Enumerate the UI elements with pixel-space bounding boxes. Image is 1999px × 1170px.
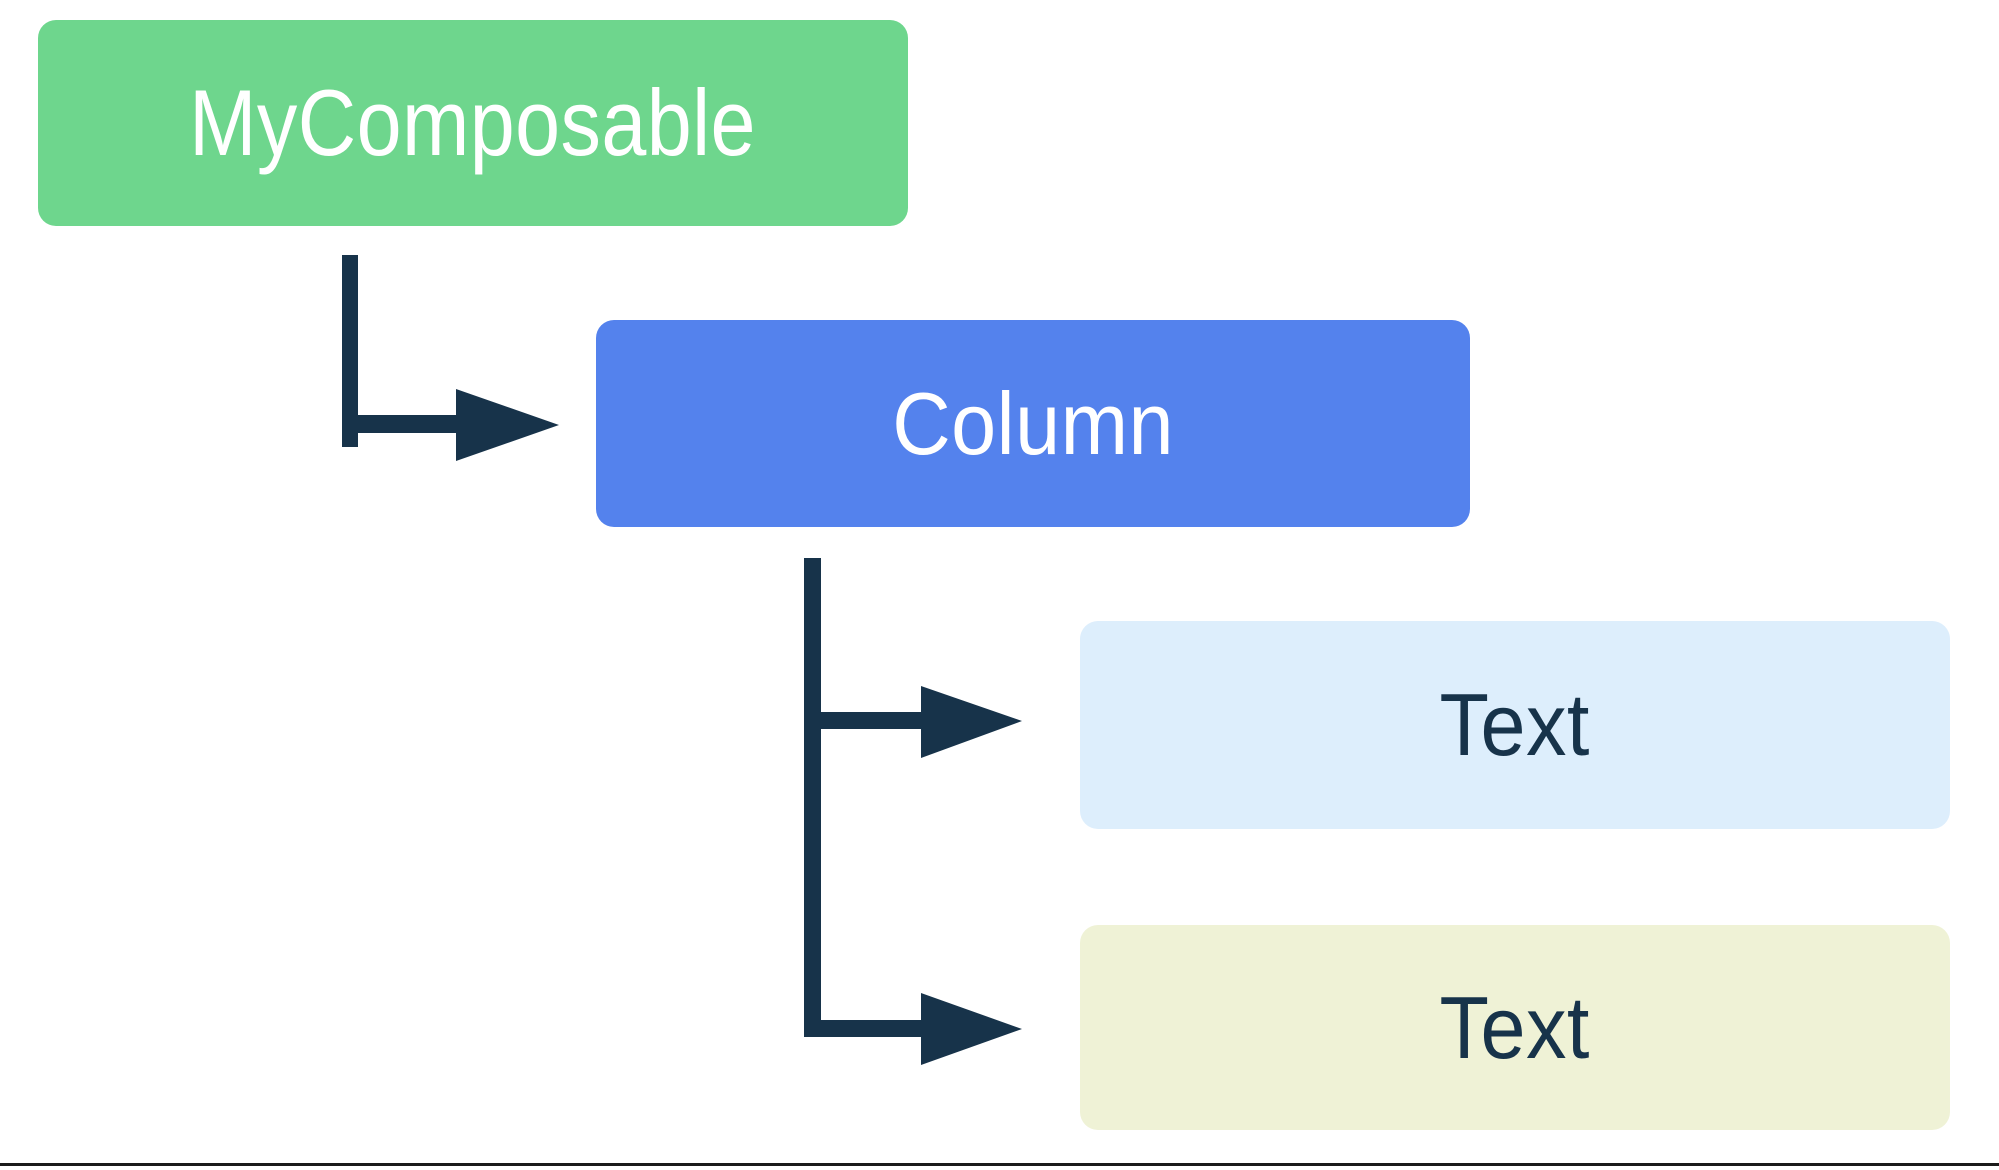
- edge-root-to-column: [342, 255, 559, 461]
- node-column[interactable]: Column: [596, 320, 1470, 527]
- node-text-2-label: Text: [1439, 977, 1591, 1077]
- node-text-2[interactable]: Text: [1080, 925, 1950, 1130]
- node-text-1-label: Text: [1439, 675, 1591, 774]
- node-text-1[interactable]: Text: [1080, 621, 1950, 829]
- arrowhead-to-text-1: [921, 686, 1022, 758]
- edge-column-trunk: [804, 558, 821, 1037]
- node-my-composable-label: MyComposable: [189, 70, 757, 175]
- edge-column-to-text-2: [804, 993, 1022, 1065]
- arrowhead-to-column: [456, 389, 559, 461]
- arrowhead-to-text-2: [921, 993, 1022, 1065]
- node-my-composable[interactable]: MyComposable: [38, 20, 908, 226]
- node-column-label: Column: [892, 373, 1174, 473]
- bottom-divider: [0, 1163, 1999, 1166]
- edge-column-to-text-1: [804, 686, 1022, 758]
